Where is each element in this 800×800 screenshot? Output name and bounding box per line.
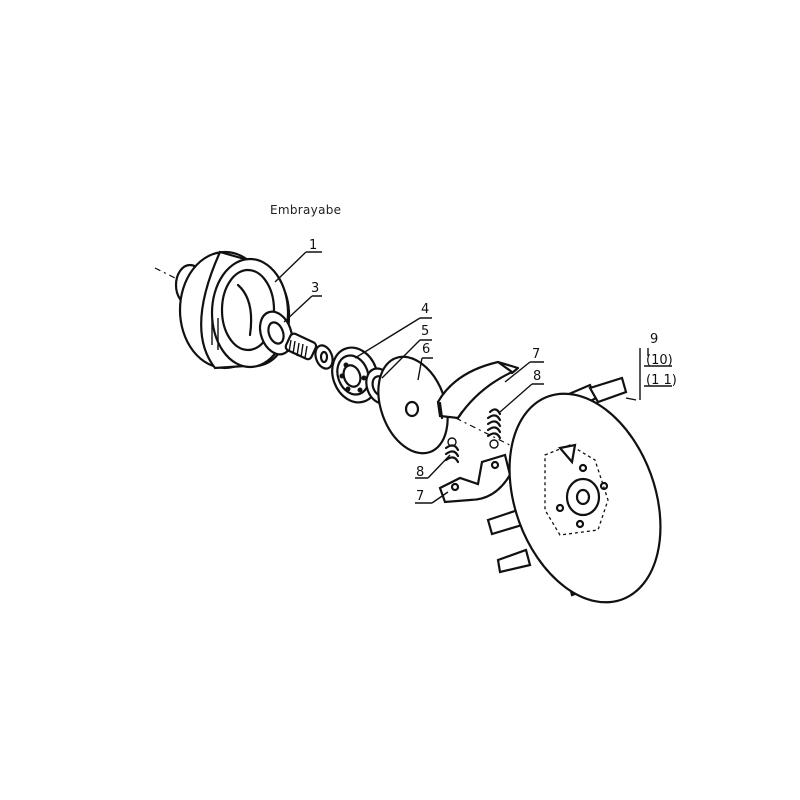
callout-1: 1 bbox=[309, 238, 317, 253]
callout-10: (10) bbox=[646, 353, 673, 368]
callout-5: 5 bbox=[421, 324, 429, 339]
fan-flywheel bbox=[486, 376, 662, 604]
spring-upper bbox=[486, 408, 502, 449]
diagram-title: Embrayabe bbox=[270, 203, 342, 217]
washer bbox=[258, 310, 294, 356]
callout-4: 4 bbox=[421, 302, 429, 317]
callout-3: 3 bbox=[311, 281, 319, 296]
callout-6: 6 bbox=[422, 342, 430, 357]
callout-11: (1 1) bbox=[646, 373, 677, 388]
clutch-shoe-upper bbox=[436, 360, 520, 420]
callout-8-upper: 8 bbox=[533, 369, 541, 384]
callout-7-upper: 7 bbox=[532, 347, 540, 362]
clutch-shoe-lower bbox=[438, 453, 512, 504]
callout-8-lower: 8 bbox=[416, 465, 424, 480]
needle-bearing bbox=[284, 332, 334, 370]
callout-7-lower: 7 bbox=[416, 489, 424, 504]
spring-lower bbox=[444, 437, 460, 464]
leader-lines bbox=[274, 251, 672, 504]
callout-9: 9 bbox=[650, 332, 658, 347]
